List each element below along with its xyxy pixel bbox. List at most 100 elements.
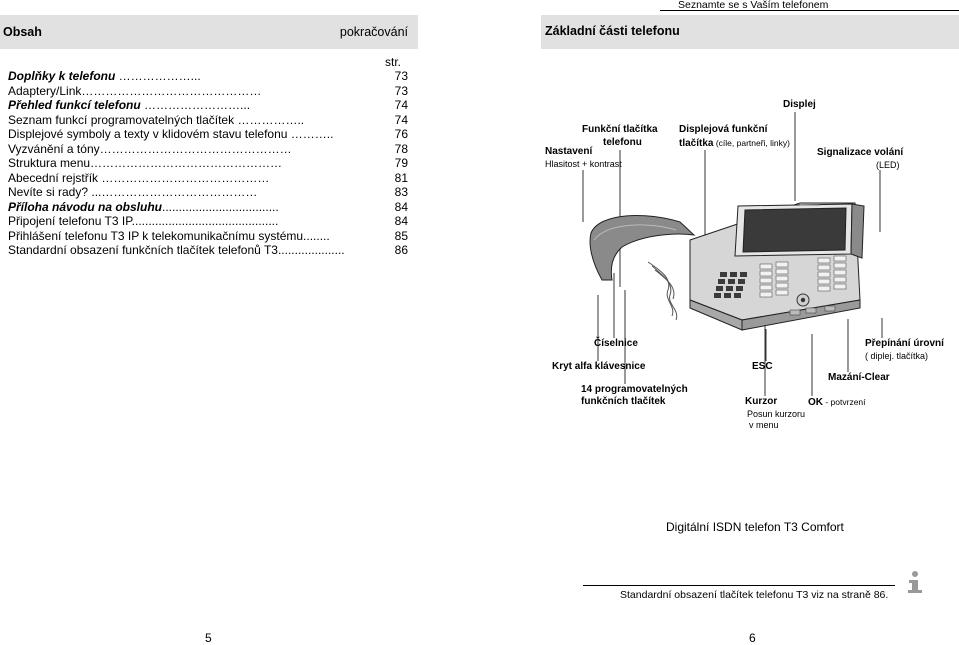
phone-illustration [589,202,865,331]
toc-entry-title: Standardní obsazení funkčních tlačítek t… [8,243,278,257]
toc-entry-leader: …………………………………… [98,170,270,185]
toc-entry-page: 84 [394,214,408,228]
label-kurzor: Kurzor [745,396,778,407]
toc-entry-leader: ……………………... [140,98,251,112]
toc-entry-title: Nevíte si rady? [8,185,89,199]
toc-entry-leader: ................................... [162,199,279,214]
toc-entry-page: 83 [394,185,408,199]
label-ciselnice: Číselnice [594,338,638,349]
left-header-bar: Obsah pokračování [0,15,418,49]
page-col-label: str. [385,55,402,69]
toc-entry-leader: ……………………………………… [81,83,262,98]
label-ok: OK - potvrzení [808,397,866,408]
section-title: Základní části telefonu [545,24,680,38]
label-posun-2: v menu [749,420,779,430]
label-displej: Displej [783,99,816,110]
toc-entry-text: Doplňky k telefonu ………………... [8,69,201,84]
toc-entry-title: Seznam funkcí programovatelných tlačítek [8,112,235,127]
toc-entry-page: 73 [394,69,408,83]
right-header-bar: Základní části telefonu [541,15,959,49]
toc-entry-text: Seznam funkcí programovatelných tlačítek… [8,113,304,128]
toc-entry-text: Připojení telefonu T3 IP................… [8,214,278,229]
toc-entry-leader: ……….. [287,127,334,141]
toc-entry[interactable]: Přihlášení telefonu T3 IP k telekomunika… [8,229,408,244]
label-hlasitost: Hlasitost + kontrast [545,159,622,169]
toc-entry-leader: ………………………………………… [99,141,292,156]
toc-entry[interactable]: Vyzvánění a tóny………………………………………… 78 [8,142,408,157]
toc-entry-page: 78 [394,141,408,156]
toc-entry[interactable]: Adaptery/Link……………………………………… 73 [8,84,408,99]
running-head: Seznamte se s Vaším telefonem [678,0,829,11]
toc-entry-page: 74 [394,112,408,127]
label-led: (LED) [876,160,900,170]
note-rule [583,585,895,586]
toc-entry-title: Přehled funkcí telefonu [8,98,141,112]
toc-entry-title: Příloha návodu na obsluhu [8,199,163,214]
toc-entry-page: 79 [394,156,408,170]
phone-diagram [582,112,883,396]
toc-entry-title: Abecední rejstřík [8,170,99,185]
toc-entry-title: Připojení telefonu T3 IP [8,214,132,228]
toc-entry-page: 76 [394,127,408,141]
label-kryt: Kryt alfa klávesnice [552,361,646,372]
toc-entry[interactable]: Standardní obsazení funkčních tlačítek t… [8,243,408,258]
toc-entry-text: Adaptery/Link……………………………………… [8,84,261,99]
label-funkcni-tlacitka: Funkční tlačítka [582,124,658,135]
toc-entry-text: Nevíte si rady? ...………………………………… [8,185,257,200]
toc-entry-page: 73 [394,83,408,98]
label-esc: ESC [752,361,773,372]
toc-entry-text: Standardní obsazení funkčních tlačítek t… [8,243,345,258]
toc-entry[interactable]: Seznam funkcí programovatelných tlačítek… [8,113,408,128]
toc-entry-page: 81 [394,170,408,185]
toc-entry[interactable]: Doplňky k telefonu ………………... 73 [8,69,408,84]
label-prepinani: Přepínání úrovní [865,338,944,349]
toc-entry-text: Struktura menu………………………………………… [8,156,282,171]
running-head-rule [660,10,959,11]
toc-entry-title: Adaptery/Link [8,83,82,98]
label-posun: Posun kurzoru [747,409,806,419]
toc-entry-leader: .................... [277,243,345,257]
toc-entry[interactable]: Přehled funkcí telefonu ……………………... 74 [8,98,408,113]
label-mazani: Mazání-Clear [828,372,890,383]
toc-entry-title: Displejové symboly a texty v klidovém st… [8,127,288,141]
toc-entry-title: Struktura menu [8,156,91,170]
toc-entry[interactable]: Displejové symboly a texty v klidovém st… [8,127,408,142]
toc-entry-leader: ........................................… [131,214,279,228]
toc-entry-title: Přihlášení telefonu T3 IP k telekomunika… [8,228,304,243]
toc-entry-page: 84 [394,199,408,214]
toc-entry-text: Displejové symboly a texty v klidovém st… [8,127,333,142]
toc-entry-title: Doplňky k telefonu [8,69,116,83]
toc-entry-text: Vyzvánění a tóny………………………………………… [8,142,292,157]
label-programovatelne-2: funkčních tlačítek [581,396,666,407]
toc-entry-page: 86 [394,243,408,257]
label-funkcni-tlacitka-2: telefonu [603,137,642,148]
info-icon [901,570,927,594]
toc-entry-text: Abecední rejstřík …………………………………… [8,171,269,186]
toc-entry-leader: ........ [303,228,330,243]
left-page-number: 5 [205,631,212,645]
toc-entry-text: Příloha návodu na obsluhu...............… [8,200,279,215]
toc-entry[interactable]: Příloha návodu na obsluhu...............… [8,200,408,215]
toc-entry-leader: …………….. [234,112,305,127]
figure-caption: Digitální ISDN telefon T3 Comfort [666,520,844,534]
continued-label: pokračování [339,25,408,39]
toc-entry-leader: ...………………………………… [88,185,258,199]
right-page-number: 6 [749,631,756,645]
toc-entry-leader: ………………………………………… [90,156,283,170]
note-text: Standardní obsazení tlačítek telefonu T3… [620,589,889,601]
toc-entry-page: 74 [394,98,408,112]
toc-entry-text: Přihlášení telefonu T3 IP k telekomunika… [8,229,330,244]
toc-entry[interactable]: Abecední rejstřík …………………………………… 81 [8,171,408,186]
contents-title: Obsah [3,25,42,39]
label-displejova-2: tlačítka (cíle, partneři, linky) [679,138,790,149]
label-signalizace: Signalizace volání [817,147,904,158]
toc-entry-title: Vyzvánění a tóny [8,141,100,156]
toc-entry-text: Přehled funkcí telefonu ……………………... [8,98,250,113]
toc-entry[interactable]: Struktura menu………………………………………… 79 [8,156,408,171]
label-displejova: Displejová funkční [679,124,768,135]
toc-entry[interactable]: Připojení telefonu T3 IP................… [8,214,408,229]
label-diplej-tlacitka: ( diplej. tlačítka) [865,351,929,361]
toc-entry[interactable]: Nevíte si rady? ...………………………………… 83 [8,185,408,200]
toc-entry-page: 85 [394,228,408,243]
label-nastaveni: Nastavení [545,146,593,157]
